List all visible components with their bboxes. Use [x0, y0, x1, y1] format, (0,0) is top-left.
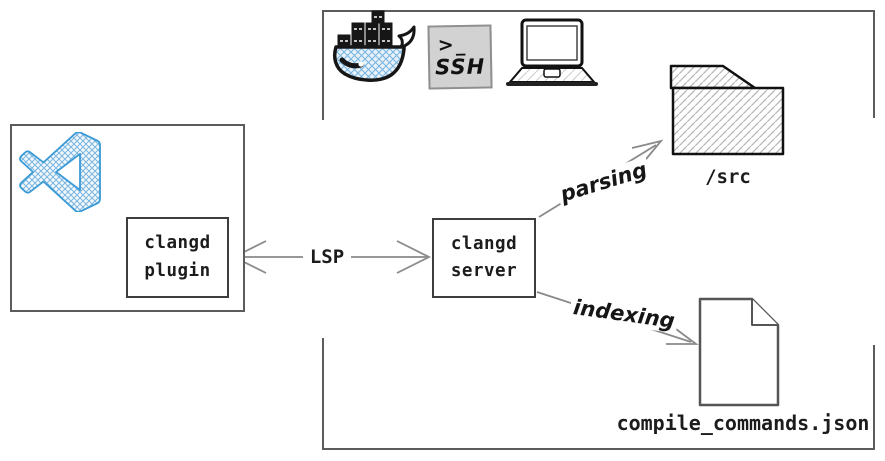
clangd-server-label: clangd server	[450, 233, 518, 281]
ssh-prompt-glyph: >_	[437, 33, 468, 57]
src-folder-label: /src	[705, 166, 751, 188]
folder-icon	[669, 64, 785, 156]
parsing-edge-label: parsing	[554, 156, 653, 208]
lsp-edge-label: LSP	[303, 244, 351, 270]
document-icon	[698, 297, 780, 407]
ssh-terminal-icon: >_ SSH	[427, 24, 493, 90]
ssh-label: SSH	[434, 54, 486, 80]
docker-whale-icon	[332, 10, 416, 82]
compile-commands-label: compile_commands.json	[616, 411, 870, 435]
clangd-plugin-node: clangd plugin	[126, 217, 229, 298]
clangd-server-node: clangd server	[432, 218, 536, 298]
clangd-plugin-label: clangd plugin	[144, 233, 211, 281]
indexing-edge-label: indexing	[568, 294, 680, 334]
laptop-icon	[506, 18, 598, 86]
vscode-logo-icon	[19, 132, 101, 212]
